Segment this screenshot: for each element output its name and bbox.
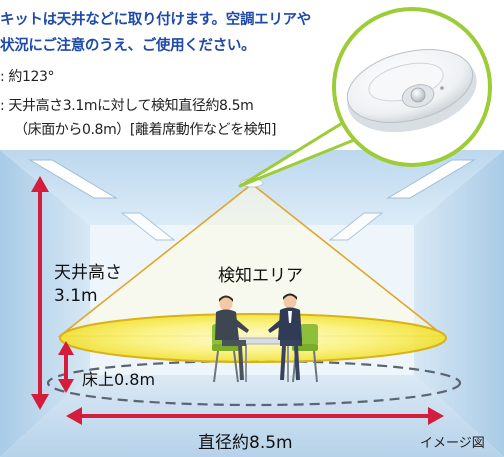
spec-range-line-2: （床面から0.8m）[離着席動作などを検知]: [14, 122, 277, 138]
sensor-device-icon: [346, 49, 477, 133]
spec-angle: : 約123°: [0, 69, 55, 85]
spec-range-line-1: : 天井高さ3.1mに対して検知直径約8.5m: [0, 98, 254, 114]
header-line-1: キットは天井などに取り付けます。空調エリアや: [0, 12, 311, 28]
detection-area-label: 検知エリア: [218, 266, 303, 286]
floor-offset-arrow: [58, 341, 74, 393]
image-note: イメージ図: [420, 436, 485, 451]
diameter-arrow: [66, 407, 444, 425]
header-line-2: 状況にご注意のうえ、ご使用ください。: [0, 38, 256, 54]
ceiling-lights: [28, 159, 476, 241]
diameter-label: 直径約8.5m: [198, 433, 293, 453]
floor-height-label: 床上0.8m: [82, 370, 156, 389]
ceiling-height-label: 天井高さ: [54, 263, 122, 283]
office-people-illustration: [212, 293, 318, 383]
right-wall: [414, 150, 504, 457]
ceiling-height-value: 3.1m: [54, 286, 98, 306]
ceiling-height-arrow: [31, 176, 49, 410]
